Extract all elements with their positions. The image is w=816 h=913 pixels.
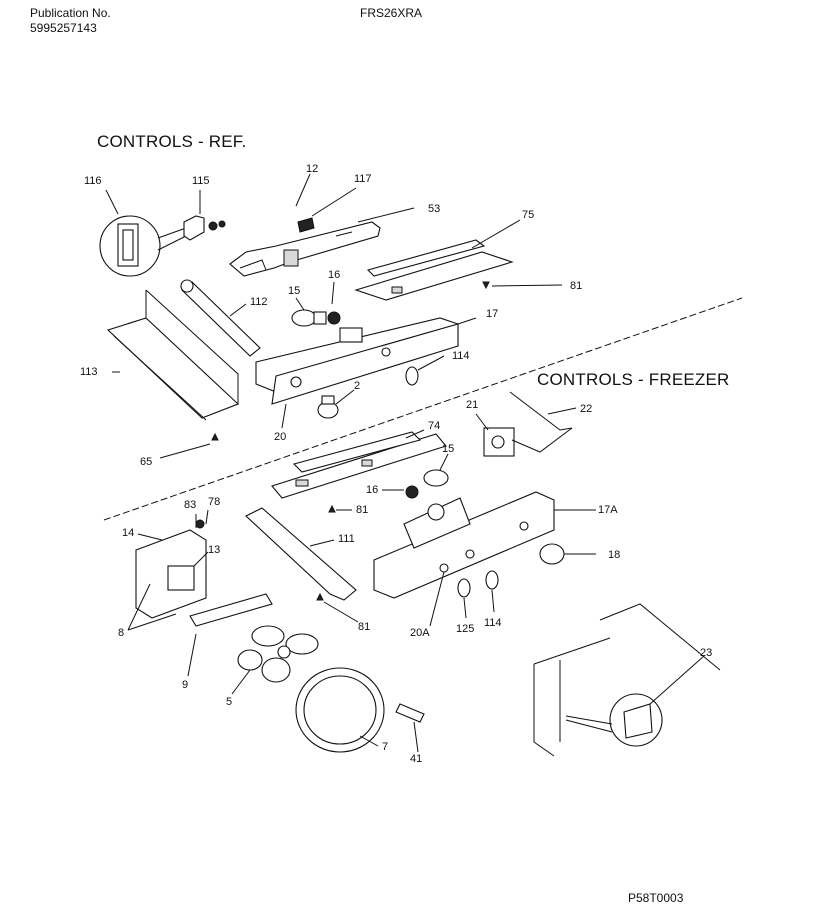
part-15-16-freezer-bulb xyxy=(405,469,449,499)
part-75-shield xyxy=(354,239,514,301)
part-7-fan-shroud xyxy=(295,667,385,753)
part-111-bracket xyxy=(245,507,357,601)
callout-78: 78 xyxy=(208,496,220,508)
callout-111: 111 xyxy=(338,533,355,545)
callout-15-freezer: 15 xyxy=(442,443,454,455)
callout-112: 112 xyxy=(250,296,268,308)
callout-15-ref: 15 xyxy=(288,285,300,297)
callout-75: 75 xyxy=(522,209,534,221)
callout-116: 116 xyxy=(84,175,102,187)
diagram-code: P58T0003 xyxy=(628,891,684,905)
part-5-fan-blade xyxy=(237,625,319,683)
part-22-capillary xyxy=(509,391,573,453)
callout-41: 41 xyxy=(410,753,422,765)
callout-113: 113 xyxy=(80,366,98,378)
part-13-14-motor-mount xyxy=(135,519,207,619)
callout-21: 21 xyxy=(466,399,478,411)
part-65-screw xyxy=(211,432,219,441)
part-114-knob-freezer xyxy=(485,570,499,590)
callout-13: 13 xyxy=(208,544,220,556)
publication-number: 5995257143 xyxy=(30,21,97,35)
callout-9: 9 xyxy=(182,679,188,691)
part-116-detail xyxy=(99,215,187,277)
part-115-bracket xyxy=(183,215,226,241)
callout-114-freezer: 114 xyxy=(484,617,502,629)
freezer-controls-title: CONTROLS - FREEZER xyxy=(537,370,730,389)
model-number: FRS26XRA xyxy=(360,6,423,20)
part-114-knob-ref xyxy=(405,366,419,386)
callout-114-ref: 114 xyxy=(452,350,470,362)
callout-81-freezer-b: 81 xyxy=(358,621,370,633)
part-23-detail xyxy=(533,603,721,757)
callout-74: 74 xyxy=(428,420,440,432)
callout-8: 8 xyxy=(118,627,124,639)
callout-7: 7 xyxy=(382,741,388,753)
ref-controls-title: CONTROLS - REF. xyxy=(97,132,247,151)
part-53-cover xyxy=(229,217,381,277)
part-112-tube xyxy=(180,279,261,357)
leader-lines xyxy=(105,173,705,753)
part-17-housing xyxy=(255,317,459,405)
callout-20: 20 xyxy=(274,431,286,443)
callout-22: 22 xyxy=(580,403,592,415)
callout-17a: 17A xyxy=(598,504,618,516)
callout-2: 2 xyxy=(354,380,360,392)
callout-117: 117 xyxy=(354,173,372,185)
callout-16-freezer: 16 xyxy=(366,484,378,496)
callout-125: 125 xyxy=(456,623,474,635)
part-41-screw xyxy=(395,703,425,723)
part-81-screw-c xyxy=(316,592,324,601)
callout-12: 12 xyxy=(306,163,318,175)
callout-83: 83 xyxy=(184,499,196,511)
callout-14: 14 xyxy=(122,527,134,539)
part-2-knob xyxy=(317,395,339,419)
part-21-thermostat xyxy=(483,427,515,457)
callout-53: 53 xyxy=(428,203,440,215)
section-divider xyxy=(103,297,743,521)
callout-20a: 20A xyxy=(410,627,430,639)
part-9-bracket xyxy=(189,593,273,627)
publication-label: Publication No. xyxy=(30,6,111,20)
callout-115: 115 xyxy=(192,175,210,187)
callout-81-ref: 81 xyxy=(570,280,582,292)
part-125-knob xyxy=(457,578,471,598)
part-15-16-bulb xyxy=(291,309,341,327)
callout-65: 65 xyxy=(140,456,152,468)
part-81-screw-b xyxy=(328,504,336,513)
callout-23: 23 xyxy=(700,647,712,659)
part-74-shield xyxy=(271,431,447,499)
part-18-knob xyxy=(539,543,565,565)
callout-16-ref: 16 xyxy=(328,269,340,281)
callout-18: 18 xyxy=(608,549,620,561)
part-113-cover xyxy=(106,289,240,421)
callout-17: 17 xyxy=(486,308,498,320)
callout-81-freezer-a: 81 xyxy=(356,504,368,516)
part-17a-housing xyxy=(373,491,555,599)
callout-5: 5 xyxy=(226,696,232,708)
